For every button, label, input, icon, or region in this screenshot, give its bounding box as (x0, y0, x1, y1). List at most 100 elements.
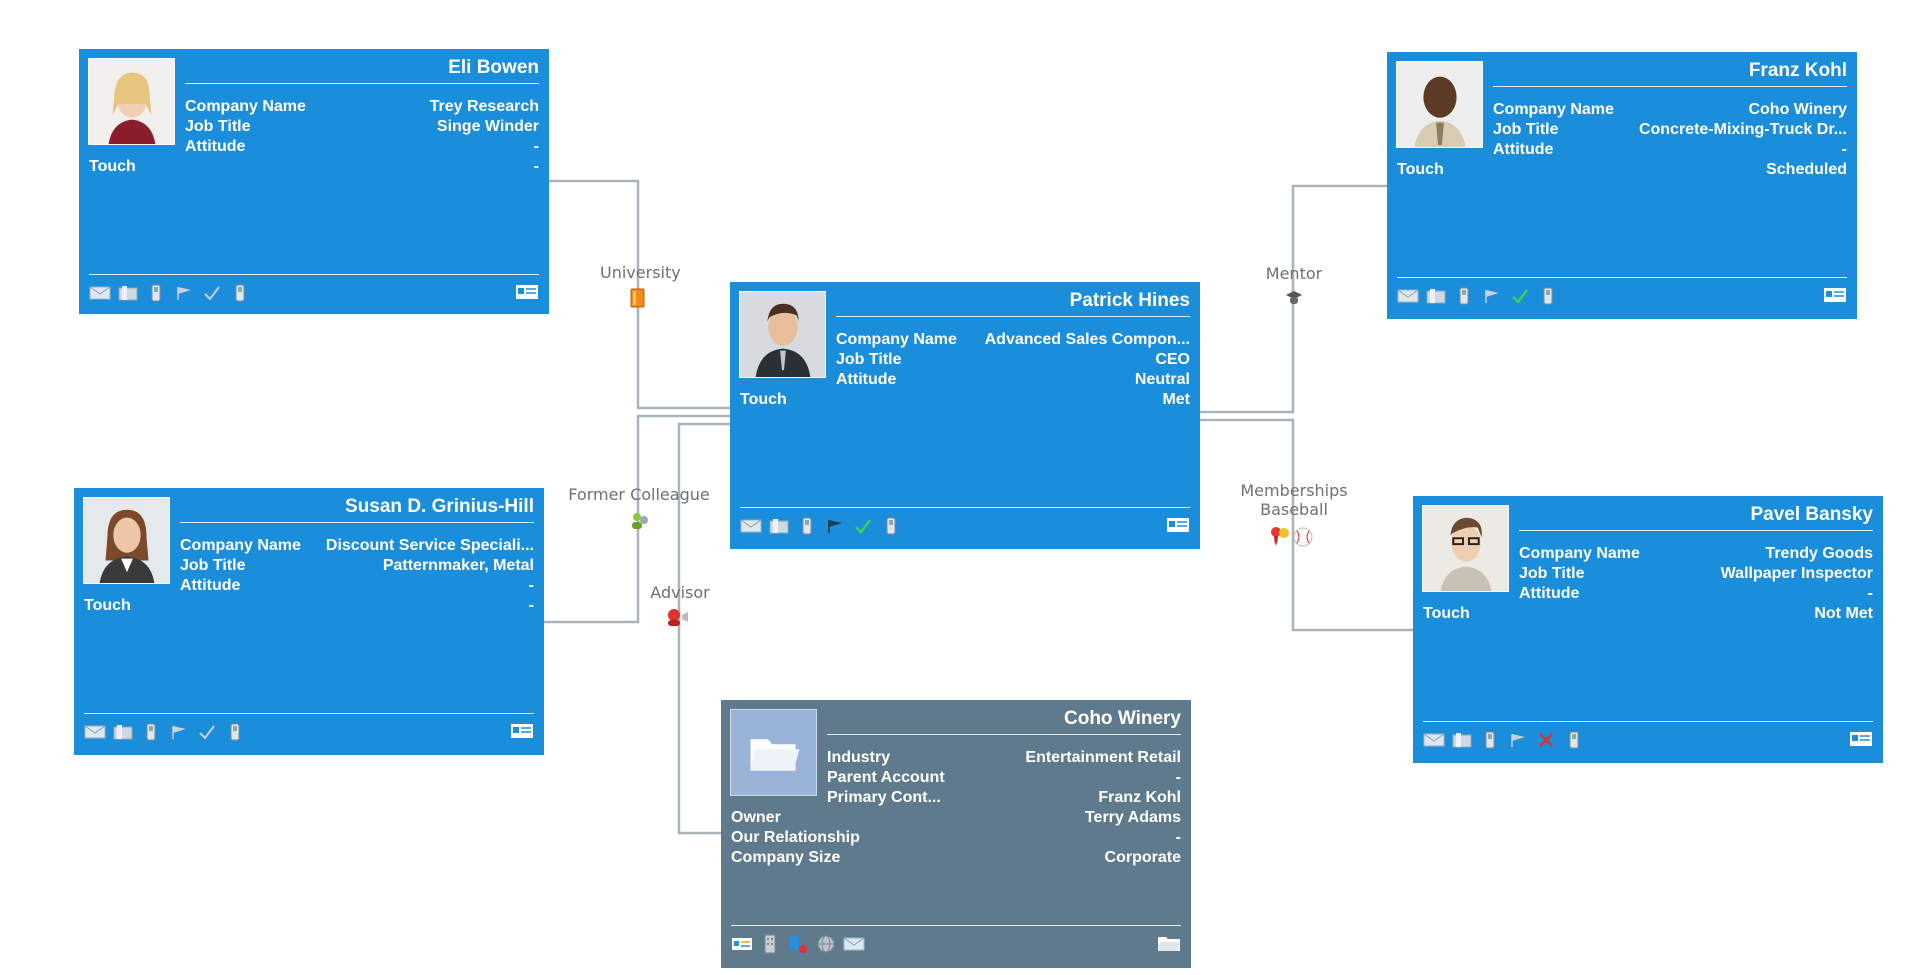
action-icons (84, 722, 246, 742)
field-touch: Touch- (89, 158, 539, 175)
contact-photo (83, 497, 170, 584)
contact-card-icon[interactable] (1849, 730, 1873, 748)
contact-name[interactable]: Eli Bowen (448, 57, 539, 78)
name-divider (1493, 86, 1847, 87)
cross-icon[interactable] (1535, 731, 1557, 749)
relationship-label-university: University (600, 263, 681, 282)
contact-photo (739, 291, 826, 378)
check-icon[interactable] (196, 723, 218, 741)
phone-icon[interactable] (112, 723, 134, 741)
email-icon[interactable] (1423, 731, 1445, 749)
contact-name[interactable]: Pavel Bansky (1750, 504, 1873, 525)
field-primary-contact: Primary Cont...Franz Kohl (827, 789, 1181, 806)
relationship-label-advisor: Advisor (650, 583, 710, 602)
field-parent-account: Parent Account- (827, 769, 1181, 786)
contact-photo (1422, 505, 1509, 592)
account-name[interactable]: Coho Winery (1064, 708, 1181, 729)
check-icon[interactable] (201, 284, 223, 302)
website-icon[interactable] (815, 935, 837, 953)
account-action-icons (731, 934, 865, 954)
flag-icon[interactable] (173, 284, 195, 302)
relationship-label-baseball: Baseball (1260, 500, 1328, 519)
check-icon[interactable] (852, 517, 874, 535)
contact-name[interactable]: Patrick Hines (1069, 290, 1190, 311)
relationship-label-memberships: Memberships (1240, 481, 1348, 500)
mobile-icon[interactable] (1453, 287, 1475, 305)
email-icon[interactable] (84, 723, 106, 741)
flag-icon[interactable] (168, 723, 190, 741)
contact-card-icon[interactable] (731, 935, 753, 953)
awards-icon[interactable] (1270, 526, 1292, 553)
footer-divider (740, 507, 1190, 508)
contact-name[interactable]: Franz Kohl (1748, 60, 1847, 81)
field-touch: Touch- (84, 597, 534, 614)
folder-icon[interactable] (1157, 934, 1181, 952)
check-icon[interactable] (1509, 287, 1531, 305)
book-icon[interactable] (629, 287, 647, 314)
contact-card-icon[interactable] (1166, 516, 1190, 534)
flag-icon[interactable] (824, 517, 846, 535)
flag-icon[interactable] (1481, 287, 1503, 305)
email-icon[interactable] (1397, 287, 1419, 305)
mobile-icon[interactable] (880, 517, 902, 535)
contact-card-icon[interactable] (510, 722, 534, 740)
field-attitude: Attitude- (180, 577, 534, 594)
contact-photo (88, 58, 175, 145)
colleagues-icon[interactable] (629, 511, 651, 536)
footer-divider (1397, 277, 1847, 278)
building-icon[interactable] (759, 934, 781, 954)
name-divider (1519, 530, 1873, 531)
flag-icon[interactable] (1507, 731, 1529, 749)
phone-icon[interactable] (768, 517, 790, 535)
footer-divider (84, 713, 534, 714)
contact-card-icon[interactable] (1823, 286, 1847, 304)
mobile-icon[interactable] (229, 284, 251, 302)
mobile-icon[interactable] (224, 723, 246, 741)
contact-name[interactable]: Susan D. Grinius-Hill (345, 496, 534, 517)
email-icon[interactable] (740, 517, 762, 535)
mobile-icon[interactable] (796, 517, 818, 535)
field-our-relationship: Our Relationship- (731, 829, 1181, 846)
email-icon[interactable] (843, 935, 865, 953)
related-accounts-icon[interactable] (787, 935, 809, 953)
mobile-icon[interactable] (1563, 731, 1585, 749)
footer-divider (731, 925, 1181, 926)
mobile-icon[interactable] (140, 723, 162, 741)
name-divider (827, 734, 1181, 735)
phone-icon[interactable] (1451, 731, 1473, 749)
name-divider (185, 83, 539, 84)
baseball-icon[interactable] (1292, 526, 1314, 553)
phone-icon[interactable] (117, 284, 139, 302)
field-attitude: Attitude- (1519, 585, 1873, 602)
advisor-pin-icon[interactable] (665, 607, 689, 634)
relationship-label-mentor: Mentor (1265, 264, 1323, 283)
account-folder-image (730, 709, 817, 796)
name-divider (836, 316, 1190, 317)
mobile-icon[interactable] (1537, 287, 1559, 305)
graduation-cap-icon[interactable] (1285, 289, 1303, 314)
phone-icon[interactable] (1425, 287, 1447, 305)
mobile-icon[interactable] (1479, 731, 1501, 749)
mobile-icon[interactable] (145, 284, 167, 302)
email-icon[interactable] (89, 284, 111, 302)
field-attitude: Attitude- (185, 138, 539, 155)
contact-card-icon[interactable] (515, 283, 539, 301)
